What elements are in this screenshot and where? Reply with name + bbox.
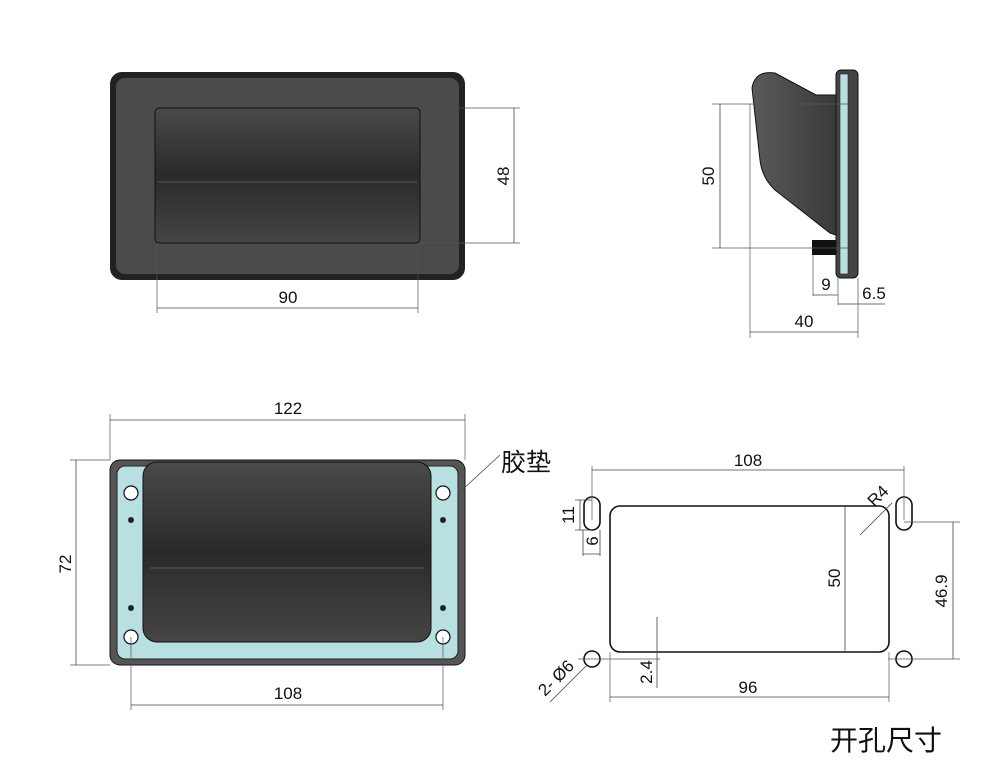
back-handle-body [142, 461, 432, 643]
screw-dot [440, 605, 446, 611]
gasket-label: 胶垫 [501, 448, 551, 477]
dim-48: 48 [494, 167, 513, 186]
dim-11: 11 [559, 506, 578, 524]
front-recess [154, 107, 421, 244]
hole-leader [549, 665, 587, 703]
front-view: 48 90 [110, 72, 520, 313]
screw-dot [440, 517, 446, 523]
dim-96: 96 [739, 678, 758, 697]
mount-hole [435, 485, 451, 501]
dim-72: 72 [56, 555, 75, 574]
side-gasket [839, 73, 849, 275]
cutout-opening [609, 505, 890, 653]
back-view: 122 72 108 胶垫 [56, 399, 551, 710]
dim-hole-dia: 2- Ø6 [534, 656, 578, 700]
dim-122: 122 [274, 399, 302, 418]
dim-40: 40 [795, 312, 814, 331]
dim-9: 9 [821, 275, 830, 294]
cutout-view: 108 11 6 50 46.9 96 2.4 R4 2- Ø6 开孔尺寸 [534, 451, 960, 757]
side-view: 50 40 9 6.5 [699, 69, 886, 338]
dim-6: 6 [583, 536, 602, 545]
cutout-title: 开孔尺寸 [830, 724, 942, 757]
side-handle-body [751, 72, 837, 236]
dim-50-side: 50 [699, 167, 718, 186]
dim-108-back: 108 [274, 684, 302, 703]
bottom-stud [812, 240, 836, 255]
dim-50-cutout: 50 [825, 569, 844, 588]
dim-46-9: 46.9 [932, 574, 951, 607]
radius-leader [859, 502, 893, 536]
dim-6-5: 6.5 [862, 284, 886, 303]
screw-dot [128, 517, 134, 523]
gasket-leader [461, 454, 501, 491]
dim-90: 90 [279, 288, 298, 307]
dim-108-cutout: 108 [734, 451, 762, 470]
mount-hole [123, 485, 139, 501]
dim-2-4: 2.4 [637, 660, 656, 684]
screw-dot [128, 605, 134, 611]
